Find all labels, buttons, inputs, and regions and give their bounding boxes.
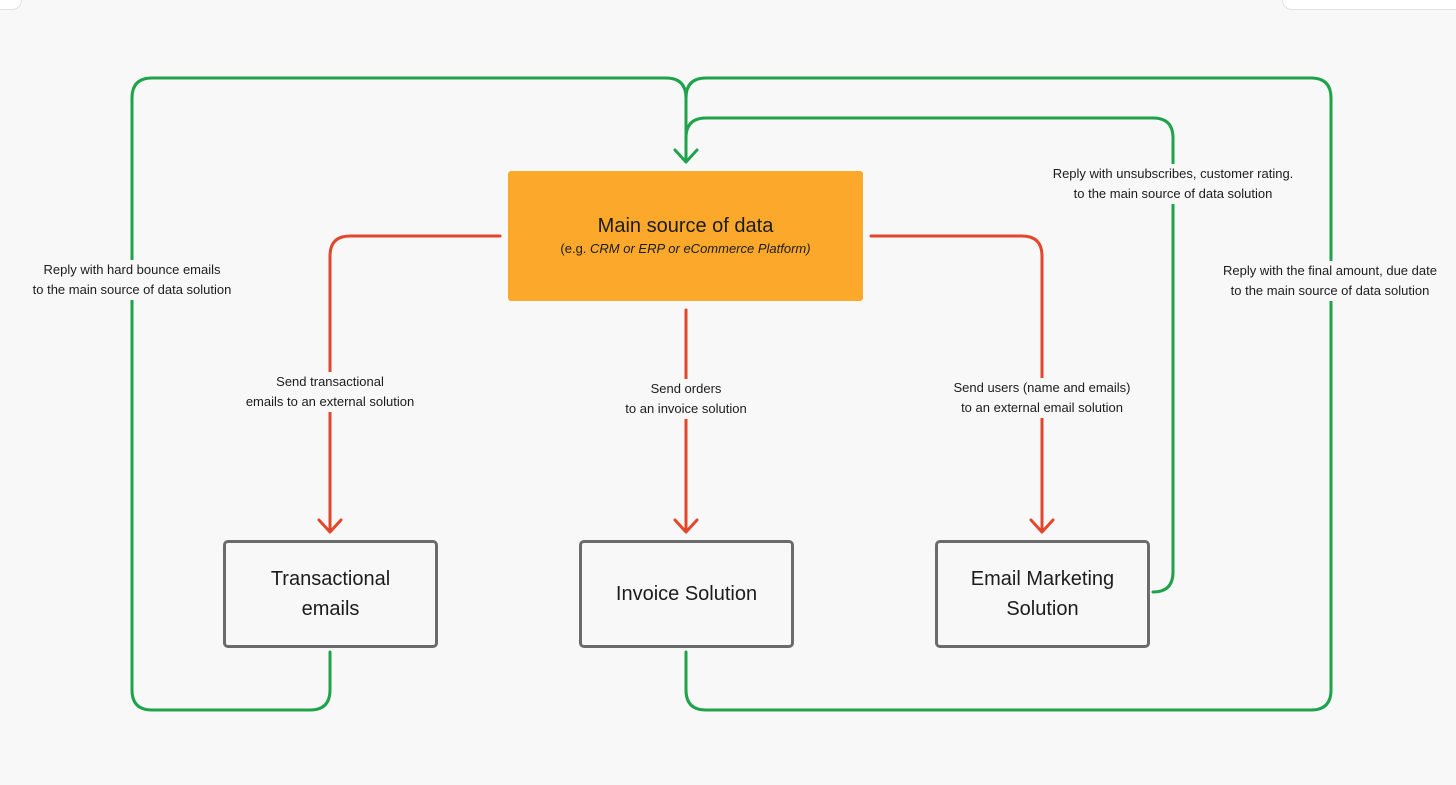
transactional-emails-node: Transactional emails: [223, 540, 438, 648]
reply-label-final-amount: Reply with the final amount, due date to…: [1208, 261, 1452, 301]
reply-line-transactional: [130, 76, 688, 712]
reply-line-email-marketing: [684, 116, 1175, 594]
reply-arrowhead: [673, 148, 699, 164]
invoice-solution-label: Invoice Solution: [615, 583, 758, 605]
email-marketing-label: Email Marketing Solution: [970, 568, 1115, 620]
reply-label-hard-bounce: Reply with hard bounce emails to the mai…: [18, 260, 246, 300]
send-arrow-transactional: [328, 234, 502, 532]
invoice-solution-node: Invoice Solution: [579, 540, 794, 648]
main-source-node: Main source of data (e.g. CRM or ERP or …: [508, 171, 863, 301]
send-arrow-email-marketing: [869, 234, 1044, 532]
main-source-title: Main source of data: [597, 215, 774, 237]
window-corner-right: [1282, 0, 1456, 10]
send-arrowhead-invoice: [673, 518, 699, 534]
main-source-examples: CRM or ERP or eCommerce Platform): [590, 241, 811, 256]
send-label-transactional: Send transactional emails to an external…: [225, 372, 435, 412]
main-source-subtitle: (e.g. CRM or ERP or eCommerce Platform): [560, 240, 810, 258]
email-marketing-node: Email Marketing Solution: [935, 540, 1150, 648]
send-label-email-marketing: Send users (name and emails) to an exter…: [932, 378, 1152, 418]
transactional-emails-label: Transactional emails: [270, 568, 391, 620]
main-source-subtitle-prefix: (e.g.: [560, 241, 591, 256]
send-arrowhead-transactional: [317, 518, 343, 534]
reply-label-unsubscribes: Reply with unsubscribes, customer rating…: [1038, 164, 1308, 204]
reply-line-invoice: [684, 76, 1333, 712]
send-label-invoice: Send orders to an invoice solution: [596, 379, 776, 419]
send-arrowhead-email-marketing: [1029, 518, 1055, 534]
